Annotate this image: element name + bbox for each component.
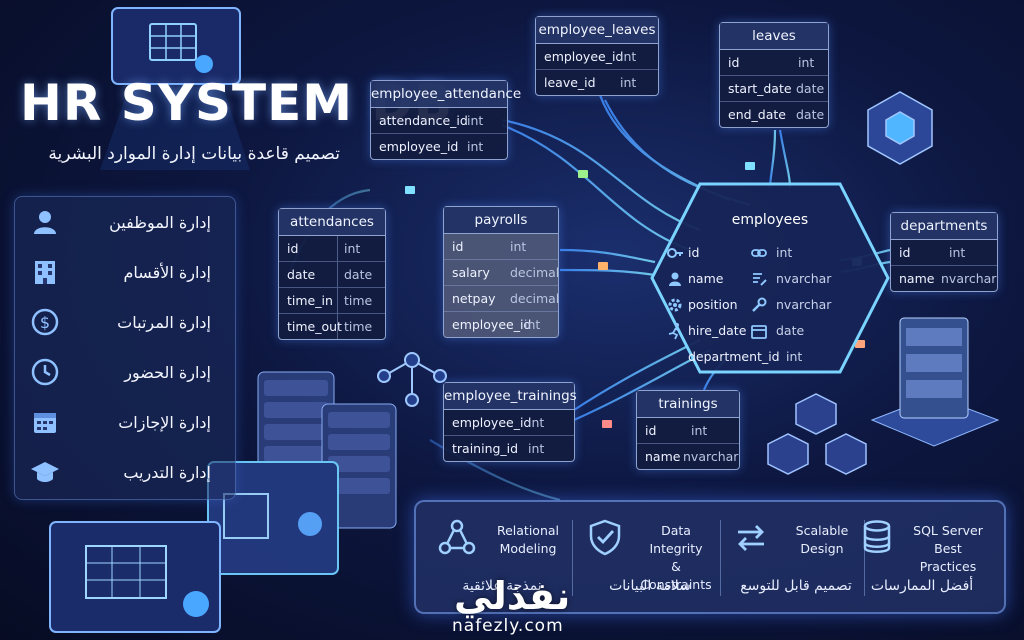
database-icon [863,520,891,553]
menu-item-payroll[interactable]: $ إدارة المرتبات [15,297,235,347]
feature-label-ar: نمذجة علائقية [462,578,542,594]
table-row: department_id int [688,349,803,364]
building-icon [35,261,55,284]
feature-label-ar: تصميم قابل للتوسع [740,578,852,594]
user-icon [34,211,56,234]
menu-item-label: إدارة الإجازات [118,412,211,432]
key-icon [667,248,683,258]
menu-item-label: إدارة المرتبات [117,312,211,332]
calendar-icon [751,325,767,339]
feature-label-ar: سلامة البيانات [609,578,691,594]
menu-item-employees[interactable]: إدارة الموظفين [15,197,235,247]
divider [864,520,865,596]
table-row: hire_date date [650,318,890,344]
user-icon [669,272,681,286]
divider [572,520,573,596]
watermark-logo-en: nafezly.com [452,616,564,636]
menu-item-departments[interactable]: إدارة الأقسام [15,247,235,297]
menu-item-label: إدارة التدريب [123,462,211,482]
runner-icon [668,323,681,340]
menu-item-label: إدارة الحضور [124,362,211,382]
svg-text:$: $ [40,313,50,332]
arrows-icon [738,525,764,551]
shield-check-icon [589,519,621,556]
menu-item-leaves[interactable]: إدارة الإجازات [15,397,235,447]
table-title: employee_leaves [536,17,658,44]
graduation-cap-icon [31,462,59,482]
table-title: employee_attendance [371,81,521,108]
network-icon [438,519,476,555]
wrench-icon [752,297,767,312]
watermark-logo-ar: نفذلي [454,574,571,618]
table-title: trainings [637,391,739,418]
table-employees[interactable]: employees id int name nvarchar position … [650,180,890,376]
feature-label-ar: أفضل الممارسات [870,578,974,594]
calendar-icon [34,413,56,433]
table-title: departments [891,213,997,240]
hexagon-frame [650,182,890,374]
table-title: employees [731,212,809,228]
table-row: name nvarchar [650,266,890,292]
divider [720,520,721,596]
menu-item-training[interactable]: إدارة التدريب [15,447,235,497]
table-title: leaves [720,23,828,50]
module-menu: إدارة الموظفين إدارة الأقسام $ إدارة الم… [14,196,236,500]
dollar-icon: $ [31,308,59,336]
page-subtitle: تصميم قاعدة بيانات إدارة الموارد البشرية [48,144,340,164]
menu-item-label: إدارة الموظفين [109,212,211,232]
feature-data-integrity: Data Integrity& Constraints سلامة البيان… [580,516,720,600]
table-title: attendances [279,209,385,236]
text-icon [753,273,767,286]
table-row: id int [650,240,890,266]
link-icon [751,249,767,257]
gear-icon [668,298,682,312]
clock-icon [31,358,59,386]
menu-item-label: إدارة الأقسام [123,262,211,282]
menu-item-attendance[interactable]: إدارة الحضور [15,347,235,397]
table-row: position nvarchar [650,292,890,318]
table-title: payrolls [444,207,558,234]
table-title: employee_trainings [444,383,577,410]
